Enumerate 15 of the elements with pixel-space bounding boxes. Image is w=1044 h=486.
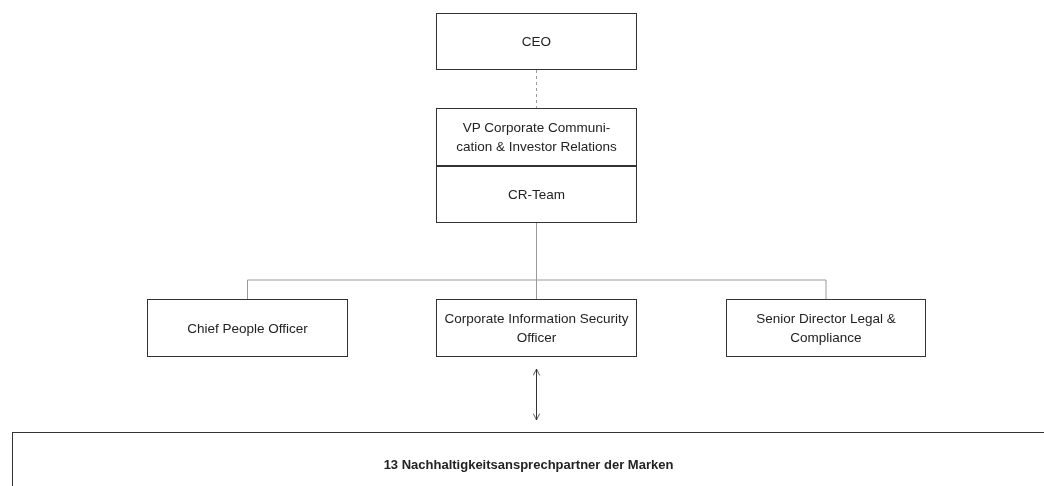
role-label: Senior Director Legal & Compliance — [755, 310, 897, 347]
role-label: VP Corporate Communi- cation & Investor Relations — [455, 119, 618, 156]
role-box — [436, 299, 637, 357]
connector-line — [536, 69, 537, 109]
role-box — [726, 299, 926, 357]
role-label: CEO — [520, 33, 553, 51]
role-label: Chief People Officer — [186, 319, 309, 338]
group-panel — [12, 432, 1044, 486]
panel-title: 13 Nachhaltigkeitsansprechpartner der Marken — [382, 456, 675, 474]
role-label: CR-Team — [507, 186, 566, 204]
role-box — [436, 166, 637, 223]
role-box — [147, 299, 348, 357]
role-label: Corporate Information Security Officer — [443, 310, 630, 347]
role-box — [436, 13, 637, 70]
role-box — [436, 108, 637, 166]
